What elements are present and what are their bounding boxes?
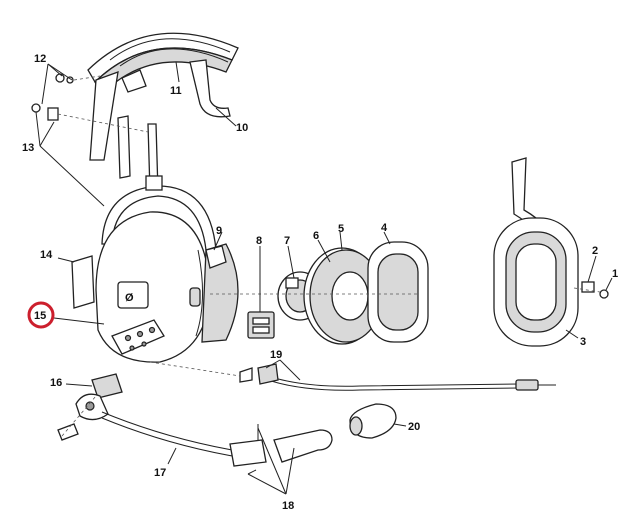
callout-5: 5 <box>338 223 344 235</box>
right-earcup-3 <box>493 217 579 347</box>
adjuster-plate <box>31 103 159 193</box>
callout-10: 10 <box>236 122 248 134</box>
headband-pad <box>87 32 239 96</box>
callout-11: 11 <box>170 85 182 97</box>
callout-4: 4 <box>381 222 388 234</box>
callout-8: 8 <box>256 235 262 247</box>
mic-element-18 <box>229 424 333 475</box>
callout-16: 16 <box>50 377 62 389</box>
microphone-boom-mount <box>111 319 165 355</box>
callout-9: 9 <box>216 225 222 237</box>
ear-seal-4 <box>367 241 429 343</box>
callout-18: 18 <box>282 500 294 512</box>
headband-spring-strap <box>89 69 147 161</box>
foam-ring-5 <box>309 249 383 343</box>
cord-19 <box>149 361 556 391</box>
callout-14: 14 <box>40 249 53 261</box>
callout-17: 17 <box>154 467 166 479</box>
callout-3: 3 <box>580 336 586 348</box>
highlight-ring <box>27 301 55 329</box>
callout-12: 12 <box>34 53 46 65</box>
logo-emblem: Ø <box>117 281 149 309</box>
clip-2 <box>573 281 609 299</box>
callout-7: 7 <box>284 235 290 247</box>
callout-19: 19 <box>270 349 282 361</box>
svg-text:Ø: Ø <box>125 292 134 304</box>
callout-13: 13 <box>22 142 34 154</box>
speaker-board-8 <box>247 311 275 339</box>
callout-15: 15 <box>34 310 46 322</box>
windscreen-20 <box>349 403 397 439</box>
leader-lines <box>35 61 613 495</box>
mic-boom-17 <box>101 411 245 459</box>
callout-6: 6 <box>313 230 319 242</box>
callout-2: 2 <box>592 245 598 257</box>
ear-seal-cushion-strip <box>71 255 95 309</box>
callout-1: 1 <box>612 268 618 280</box>
earcup-foam-9 <box>201 243 239 343</box>
callout-20: 20 <box>408 421 420 433</box>
headband-slider <box>189 59 231 118</box>
